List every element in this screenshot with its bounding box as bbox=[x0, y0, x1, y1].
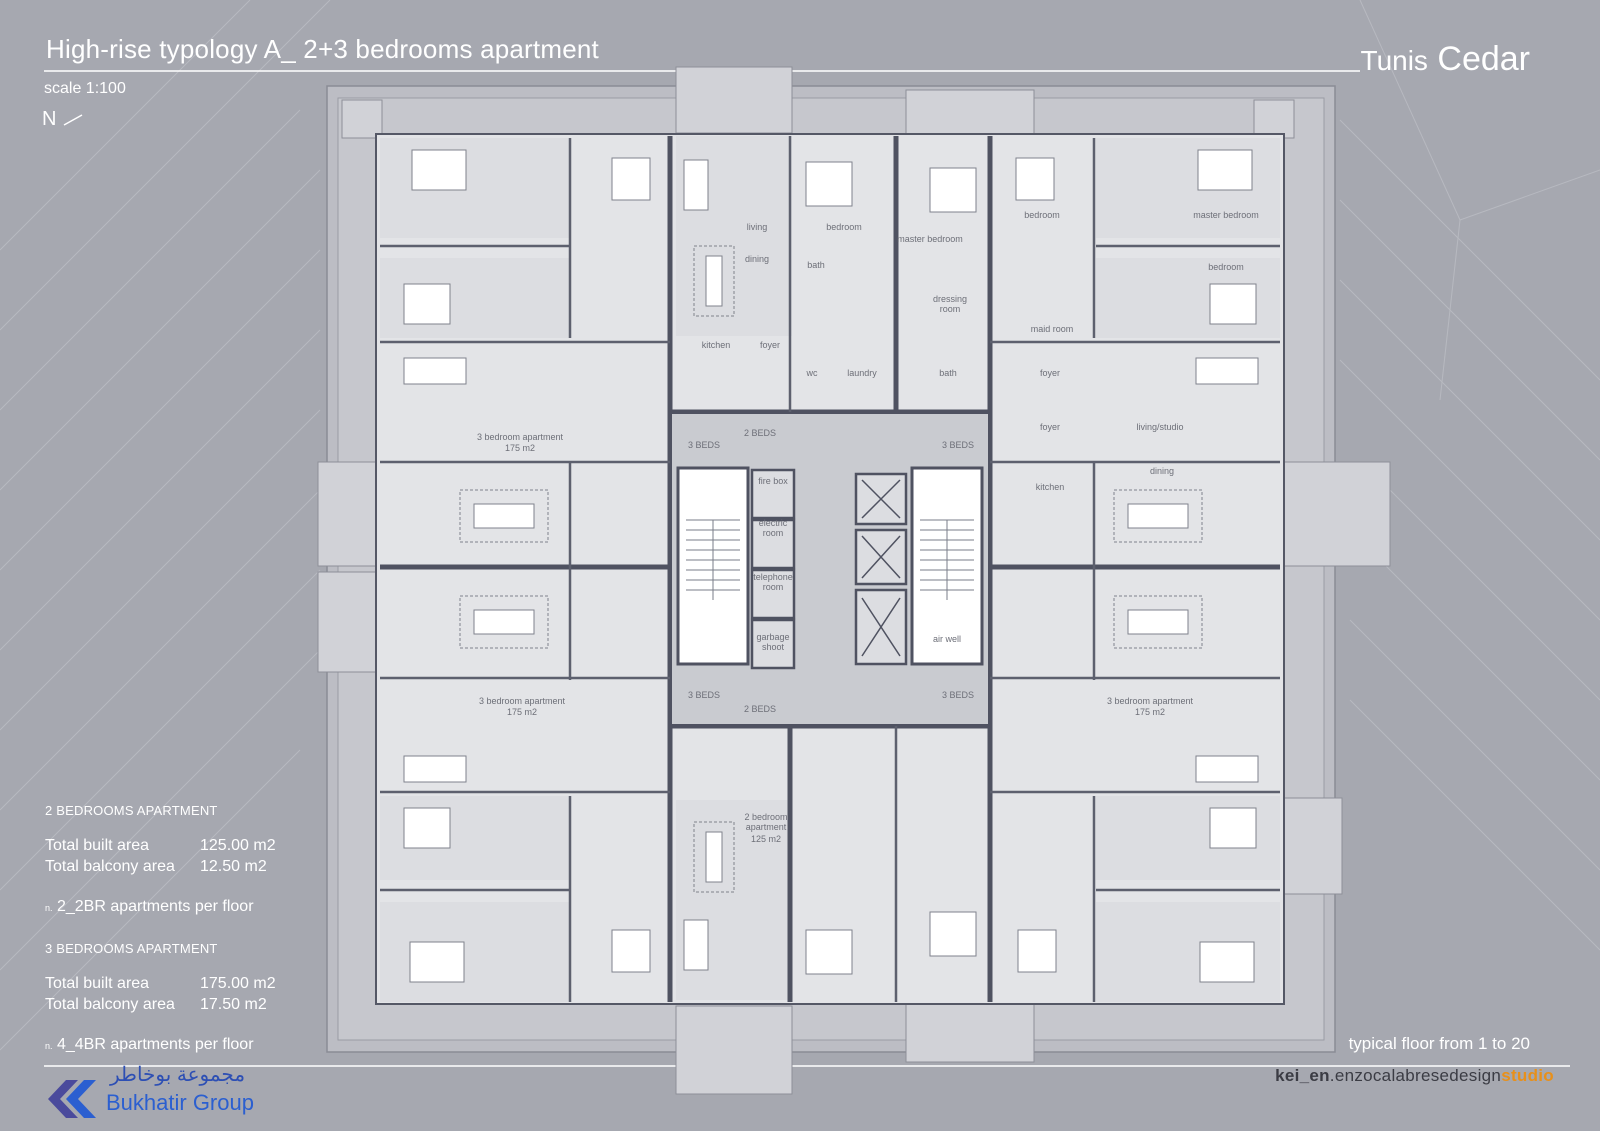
north-arrow: N bbox=[42, 108, 84, 131]
logo-arabic: مجموعة بوخاطر bbox=[110, 1064, 246, 1086]
stats-2br-count-prefix: n. bbox=[45, 903, 53, 913]
brand-logo: Tunis Cedar bbox=[1361, 40, 1531, 79]
apartment-area-3br-bl: 175 m2 bbox=[506, 707, 538, 717]
core-label-air-well: air well bbox=[932, 634, 962, 644]
corridor-label-3beds-tl: 3 BEDS bbox=[687, 440, 721, 450]
typical-floor-note: typical floor from 1 to 20 bbox=[1348, 1034, 1530, 1053]
room-label-master-bedroom-right: master bedroom bbox=[1193, 210, 1259, 220]
apartment-label-3br-br: 3 bedroom apartment bbox=[1106, 696, 1194, 706]
room-label-dining-right: dining bbox=[1149, 466, 1175, 476]
stats-2br-count: 2_2BR apartments per floor bbox=[56, 898, 254, 915]
stats-2br-heading: 2 BEDROOMS APARTMENT bbox=[45, 803, 218, 818]
stats-3br-count: 4_4BR apartments per floor bbox=[56, 1036, 254, 1053]
apartment-label-3br-tl: 3 bedroom apartment bbox=[476, 432, 564, 442]
corridor-label-3beds-tr: 3 BEDS bbox=[941, 440, 975, 450]
corridor-label-2beds-bottom: 2 BEDS bbox=[743, 704, 777, 714]
corridor-label-2beds-top: 2 BEDS bbox=[743, 428, 777, 438]
room-label-dressing: dressing room bbox=[933, 294, 968, 314]
corridor-label-3beds-bl: 3 BEDS bbox=[687, 690, 721, 700]
brand-name: Cedar bbox=[1437, 40, 1530, 78]
stats-2br-built-label: Total built area bbox=[45, 837, 150, 854]
core-label-garbage: garbage shoot bbox=[756, 632, 790, 652]
apartment-area-3br-tl: 175 m2 bbox=[504, 443, 536, 453]
room-label-maid: maid room bbox=[1030, 324, 1074, 334]
stats-2br: 2 BEDROOMS APARTMENT Total built area 125… bbox=[45, 800, 276, 919]
credit-main: .enzocalabresedesign bbox=[1329, 1066, 1502, 1085]
room-label-bedroom-right: bedroom bbox=[1024, 210, 1060, 220]
room-label-bedroom-right-2: bedroom bbox=[1208, 262, 1244, 272]
north-label: N bbox=[42, 108, 57, 130]
brand-prefix: Tunis bbox=[1360, 45, 1428, 76]
page-title: High-rise typology A_ 2+3 bedrooms apart… bbox=[46, 34, 599, 64]
bukhatir-logo-icon bbox=[48, 1080, 96, 1118]
room-label-kitchen-right: kitchen bbox=[1035, 482, 1065, 492]
room-label-living-studio: living/studio bbox=[1136, 422, 1184, 432]
stats-3br-balcony-value: 17.50 m2 bbox=[200, 996, 267, 1013]
apartment-area-2br: 125 m2 bbox=[750, 834, 782, 844]
core-label-electric: electric room bbox=[758, 518, 788, 538]
credit-studio: studio bbox=[1501, 1066, 1554, 1085]
room-label-master-bedroom: master bedroom bbox=[897, 234, 963, 244]
room-label-foyer-right-2: foyer bbox=[1039, 422, 1061, 432]
apartment-label-3br-bl: 3 bedroom apartment bbox=[478, 696, 566, 706]
site-linework bbox=[0, 0, 1600, 1051]
core-label-telephone: telephone room bbox=[753, 572, 793, 592]
logo-english: Bukhatir Group bbox=[106, 1090, 254, 1115]
room-label-bath: bath bbox=[807, 260, 825, 270]
stats-3br: 3 BEDROOMS APARTMENT Total built area 175… bbox=[45, 938, 276, 1057]
scale-label: scale 1:100 bbox=[44, 80, 126, 97]
credit-bold: kei_en bbox=[1275, 1066, 1330, 1085]
apartment-area-3br-br: 175 m2 bbox=[1134, 707, 1166, 717]
designer-credit: kei_en.enzocalabresedesignstudio bbox=[1275, 1066, 1554, 1086]
core-label-fire-box: fire box bbox=[758, 476, 788, 486]
room-label-laundry: laundry bbox=[847, 368, 877, 378]
north-arrow-icon bbox=[63, 114, 83, 126]
stats-3br-built-value: 175.00 m2 bbox=[200, 975, 276, 992]
room-label-wc: wc bbox=[806, 368, 818, 378]
stats-2br-balcony-label: Total balcony area bbox=[45, 858, 175, 875]
room-label-kitchen: kitchen bbox=[701, 340, 731, 350]
stats-3br-balcony-label: Total balcony area bbox=[45, 996, 175, 1013]
room-label-living: living bbox=[746, 222, 768, 232]
room-label-foyer: foyer bbox=[759, 340, 781, 350]
room-label-bath-2: bath bbox=[939, 368, 957, 378]
room-label-dining: dining bbox=[744, 254, 770, 264]
stats-2br-balcony-value: 12.50 m2 bbox=[200, 858, 267, 875]
apartment-label-2br: 2 bedroom apartment bbox=[744, 812, 788, 832]
stats-2br-built-value: 125.00 m2 bbox=[200, 837, 276, 854]
corridor-label-3beds-br: 3 BEDS bbox=[941, 690, 975, 700]
stats-3br-built-label: Total built area bbox=[45, 975, 150, 992]
stats-3br-heading: 3 BEDROOMS APARTMENT bbox=[45, 941, 218, 956]
stats-3br-count-prefix: n. bbox=[45, 1041, 53, 1051]
room-label-bedroom: bedroom bbox=[826, 222, 862, 232]
room-label-foyer-right: foyer bbox=[1039, 368, 1061, 378]
